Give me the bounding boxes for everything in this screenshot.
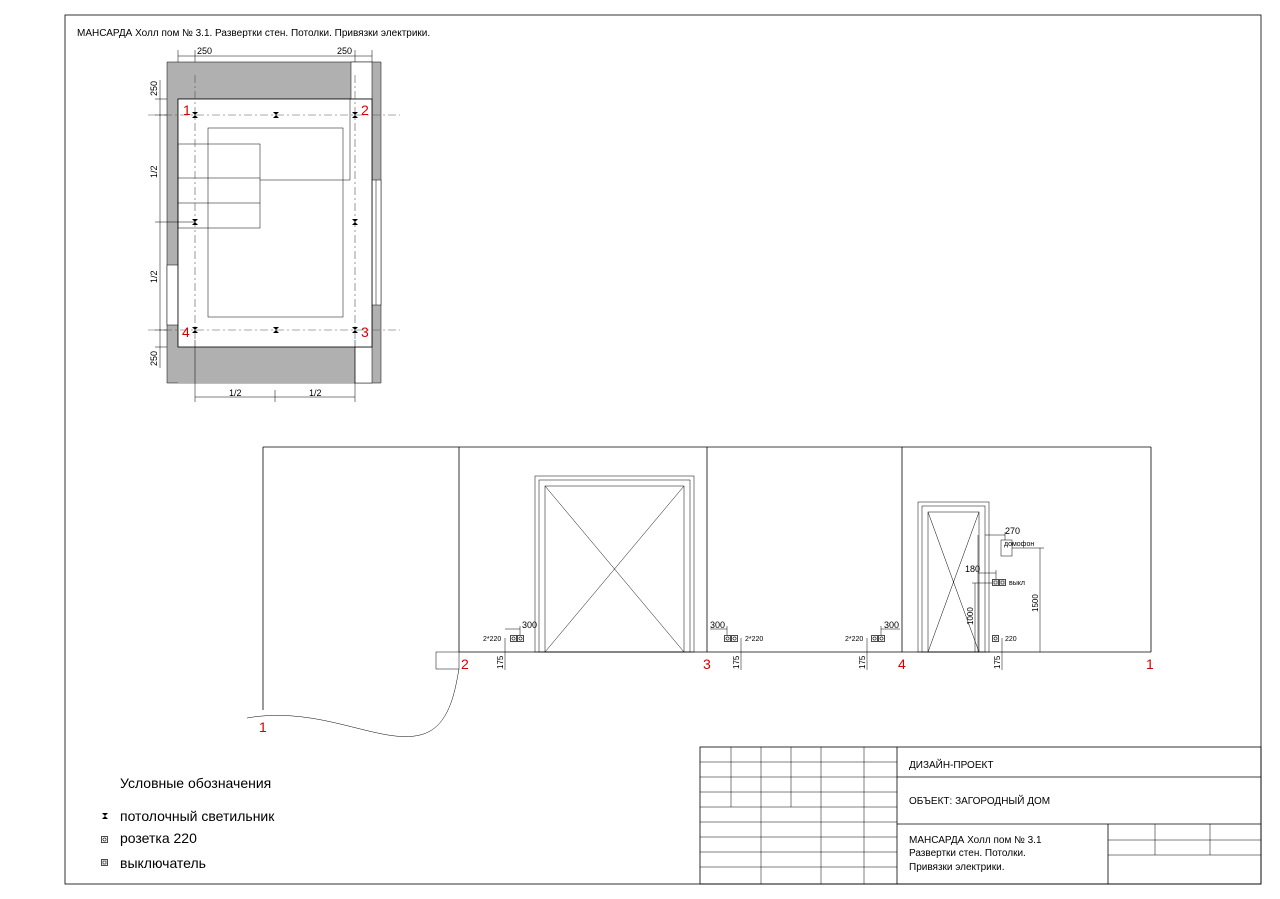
small-door-electrics: 220 175 выкл 180 1000 домофон 270 1500 [965,526,1044,670]
socket-group-c: 2*220 300 175 [845,620,900,670]
socket-c-offset: 300 [884,620,899,630]
dim-top-right: 250 [337,46,352,56]
dim-top-left: 250 [197,46,212,56]
switch-icon [999,579,1006,586]
socket-a-offset: 300 [522,620,537,630]
plan-opening-left [166,264,179,326]
legend-title: Условные обозначения [120,775,271,791]
stamp-project: ДИЗАЙН-ПРОЕКТ [909,758,993,771]
legend-item-light: потолочный светильник [120,808,275,824]
drawing-title: МАНСАРДА Холл пом № 3.1. Развертки стен.… [77,28,430,39]
plan-corner-2: 2 [361,102,369,118]
sheet-frame [64,14,1262,885]
dim-bottom-right: 1/2 [309,388,322,398]
dim-bottom-left: 1/2 [229,388,242,398]
intercom-height: 1500 [1031,594,1040,612]
stamp-sheet-line2: Развертки стен. Потолки. [909,848,1026,859]
intercom-offset: 270 [1005,526,1020,536]
socket-b-label: 2*220 [745,636,763,643]
elevation-marker-1-start: 1 [259,719,267,735]
socket-icon [517,635,524,642]
plan-room [177,98,373,348]
switch-label: выкл [1009,580,1025,587]
elevation-break-line [246,668,460,737]
dim-left-bottom: 250 [149,351,159,366]
socket-icon [101,836,108,843]
switch-offset: 180 [965,564,980,574]
elevation-marker-3: 3 [703,656,711,672]
socket-a-height: 175 [496,655,505,669]
plan-opening-top [350,61,373,100]
elevation-marker-1-end: 1 [1146,656,1154,672]
socket-b-height: 175 [732,655,741,669]
plan-dim-bottom: 1/2 1/2 [194,340,356,402]
dim-left-half2: 1/2 [149,270,159,283]
plan-dim-left: 250 1/2 1/2 250 [149,80,167,368]
doorway-small [917,501,990,653]
stamp-sheet-line3: Привязки электрики. [909,862,1005,873]
plan-stairs [177,99,351,229]
socket-icon [724,635,731,642]
socket-c-height: 175 [858,655,867,669]
wall-elevation: 1 2 3 4 1 2*220 300 175 2*220 300 175 [246,446,1154,737]
legend: Условные обозначения потолочный светильн… [101,775,275,871]
title-block: ДИЗАЙН-ПРОЕКТ ОБЪЕКТ: ЗАГОРОДНЫЙ ДОМ МАН… [699,746,1262,885]
socket-icon [731,635,738,642]
ceiling-plan: 1 2 3 4 250 250 250 1/2 1/2 250 [148,46,400,402]
socket-icon [510,635,517,642]
plan-corner-3: 3 [361,324,369,340]
plan-ceiling-contour [207,127,344,318]
switch-icon [101,859,108,866]
dim-left-half1: 1/2 [149,165,159,178]
intercom-label: домофон [1004,541,1034,548]
elevation-marker-4: 4 [898,656,906,672]
socket-icon [871,635,878,642]
elevation-marker-2: 2 [461,656,469,672]
dim-left-top: 250 [149,81,159,96]
switch-height: 1000 [966,607,975,625]
socket-icon [878,635,885,642]
stamp-sheet-line1: МАНСАРДА Холл пом № 3.1 [909,835,1042,846]
socket-b-offset: 300 [710,620,725,630]
socket-d-height: 175 [993,655,1002,669]
plan-corner-4: 4 [182,324,190,340]
switch-icon [992,579,999,586]
socket-icon [992,635,999,642]
doorway-large [534,475,695,653]
legend-item-switch: выключатель [120,855,206,871]
socket-a-label: 2*220 [483,636,501,643]
socket-d-label: 220 [1005,636,1017,643]
plan-opening-bottom [178,347,354,383]
socket-group-b: 2*220 300 175 [710,620,763,670]
stamp-object: ОБЪЕКТ: ЗАГОРОДНЫЙ ДОМ [909,794,1050,807]
plan-corner-1: 1 [183,102,191,118]
socket-c-label: 2*220 [845,636,863,643]
plan-opening-right [371,179,382,306]
ceiling-light-icon [102,813,108,819]
socket-group-a: 2*220 300 175 [483,620,537,670]
legend-item-socket: розетка 220 [120,830,197,846]
plan-dim-top: 250 250 [177,46,373,62]
elevation-step [435,651,460,670]
